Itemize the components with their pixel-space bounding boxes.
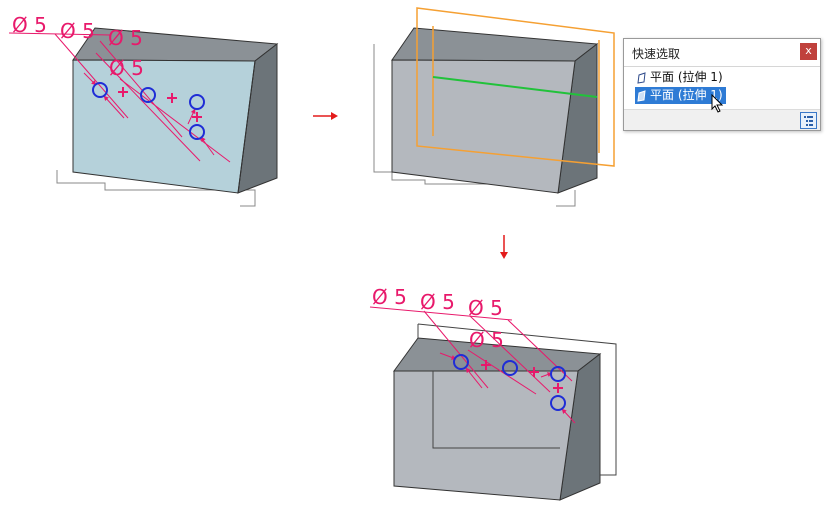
dimension-label: Ø 5 xyxy=(469,328,504,352)
quick-pick-item[interactable]: 平面 (拉伸 1) xyxy=(635,69,726,86)
dimension-label: Ø 5 xyxy=(108,26,143,50)
quick-pick-title: 快速选取 xyxy=(632,47,681,61)
quick-pick-footer xyxy=(624,109,820,130)
quick-pick-item-label: 平面 (拉伸 1) xyxy=(650,70,723,84)
quick-pick-item-label: 平面 (拉伸 1) xyxy=(650,88,723,102)
close-button[interactable]: x xyxy=(800,43,817,60)
arrow-right-icon xyxy=(313,112,338,120)
filter-icon xyxy=(804,116,813,126)
dimension-label: Ø 5 xyxy=(12,13,47,37)
arrow-down-icon xyxy=(500,235,508,259)
dimension-label: Ø 5 xyxy=(60,19,95,43)
block-top-middle xyxy=(373,7,615,207)
dimension-label: Ø 5 xyxy=(468,296,503,320)
quick-pick-item-selected[interactable]: 平面 (拉伸 1) xyxy=(635,87,726,104)
dimension-label: Ø 5 xyxy=(372,285,407,309)
block-bottom: Ø 5 Ø 5 Ø 5 Ø 5 xyxy=(369,285,617,501)
plane-icon xyxy=(637,71,646,84)
highlighted-edge xyxy=(432,76,598,98)
highlighted-plane[interactable] xyxy=(416,7,615,167)
plane-icon xyxy=(637,89,646,102)
dimension-label: Ø 5 xyxy=(420,290,455,314)
quick-pick-panel: 快速选取 x 平面 (拉伸 1) 平面 (拉伸 1) xyxy=(623,38,821,131)
dimension-label: Ø 5 xyxy=(109,56,144,80)
close-icon: x xyxy=(805,44,812,57)
divider xyxy=(624,66,820,67)
filter-button[interactable] xyxy=(800,112,817,129)
cursor-icon xyxy=(711,94,724,113)
block-top-left: Ø 5 Ø 5 Ø 5 Ø 5 xyxy=(8,13,279,207)
